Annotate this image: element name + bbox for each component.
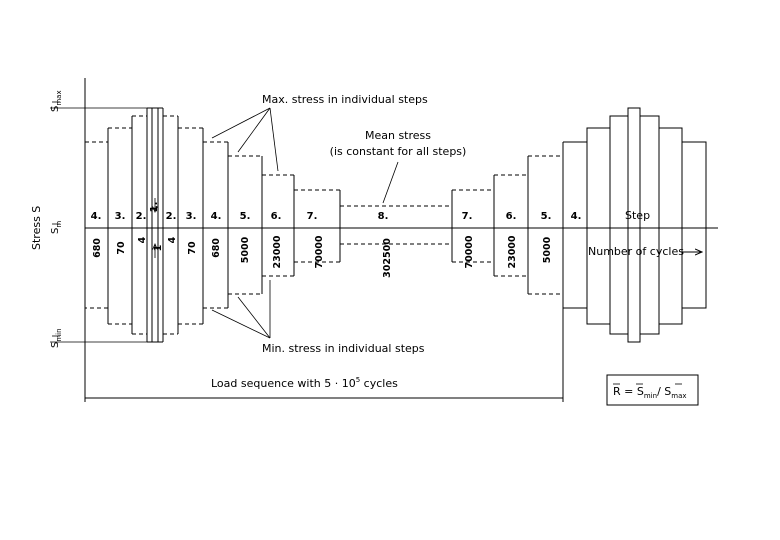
ratio-formula-box [606,374,699,406]
step-number: 3. [186,211,197,222]
step-cycle-count: 680 [92,238,103,258]
svg-text:Smax: Smax [50,90,63,112]
step-number: 4. [571,211,582,222]
svg-text:Smin: Smin [50,328,63,348]
step-labels: 4. 680 3. 70 2. 4 1. 1 2. 4 3. 70 4. 680 5. 5000 6. 23000… [91,202,582,278]
s-max-label: Smax [50,90,63,112]
step-cycle-count: 302500 [382,238,393,278]
min-stress-annotation: Min. stress in individual steps [262,342,425,355]
step-number: 8. [378,211,389,222]
load-sequence-label: Load sequence with 5 · 105 cycles [211,376,398,390]
step-number: 6. [506,211,517,222]
step-cycle-count: 5000 [240,236,251,263]
step-number: 6. [271,211,282,222]
step-cycle-count: 680 [211,238,222,258]
step-number: 2. [136,211,147,222]
step-cycle-count: 70 [187,241,198,255]
step-number: 5. [240,211,251,222]
mean-stress-leader [382,161,399,204]
step-number: 7. [307,211,318,222]
step-number: 3. [115,211,126,222]
step-number: 4. [211,211,222,222]
step-number: 5. [541,211,552,222]
s-mean-label: Sm [50,221,63,234]
max-stress-leaders [211,107,279,172]
max-stress-annotation: Max. stress in individual steps [262,93,428,106]
step-cycle-count: 70000 [314,235,325,268]
step-number: 1. [149,202,160,213]
load-sequence-bracket [85,308,564,402]
step-cycle-count: 23000 [272,235,283,268]
step-cycle-count: 5000 [542,236,553,263]
mean-stress-annotation-2: (is constant for all steps) [330,145,467,158]
step-cycle-count: 4 [167,236,178,243]
step-number: 7. [462,211,473,222]
stress-axis-label: Stress S [30,206,43,250]
step-number: 4. [91,211,102,222]
svg-text:Sm: Sm [50,221,63,234]
step-cycle-count: 1 [153,245,164,252]
step-cycle-count: 70000 [464,235,475,268]
step-number: 2. [166,211,177,222]
ratio-formula: R = Smin/ Smax [613,385,687,400]
step-label: Step [625,209,650,222]
s-min-label: Smin [50,328,63,348]
step-cycle-count: 4 [137,236,148,243]
cycles-axis-label: Number of cycles [588,245,684,258]
step-blocks [85,107,707,343]
step-cycle-count: 70 [116,241,127,255]
mean-stress-annotation: Mean stress [365,129,431,142]
step-cycle-count: 23000 [507,235,518,268]
min-stress-leaders [211,280,271,339]
